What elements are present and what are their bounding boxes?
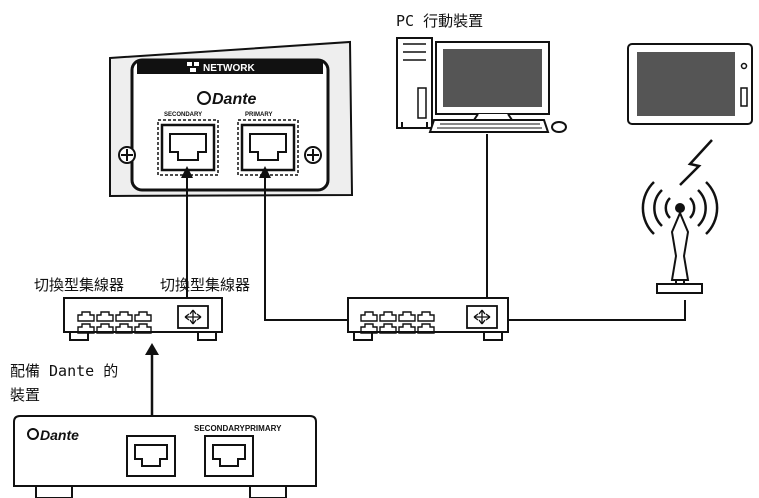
card-secondary-label: SECONDARY — [164, 112, 202, 118]
device-port-labels: SECONDARYPRIMARY — [194, 424, 282, 433]
arrow-up-primary — [259, 166, 271, 178]
monitor-icon — [435, 41, 550, 121]
switch-2 — [347, 297, 509, 341]
dante-device-label-line2: 裝置 — [10, 386, 41, 404]
keyboard-icon — [428, 119, 550, 133]
cable-primary-to-switch2 — [264, 175, 348, 321]
mouse-icon — [551, 121, 567, 133]
network-card: NETWORK Dante SECONDARY PRIMARY — [109, 40, 354, 198]
pc-tower — [396, 37, 433, 129]
card-primary-port — [240, 123, 296, 172]
switch-2-label: 切換型集線器 — [160, 276, 251, 294]
device-dante-brand: Dante — [40, 427, 79, 443]
card-secondary-port — [160, 123, 216, 172]
card-dante-brand: Dante — [212, 91, 257, 108]
network-icon — [187, 62, 199, 72]
cables — [186, 134, 686, 321]
arrow-up-secondary — [181, 166, 193, 178]
wireless-access-point-icon — [641, 181, 719, 294]
cable-arrows — [145, 166, 271, 355]
switch-1 — [63, 297, 223, 341]
rj45-port-icon — [126, 435, 176, 477]
network-title: NETWORK — [203, 63, 255, 74]
card-screw-left — [118, 146, 136, 164]
dante-logo — [197, 91, 211, 105]
pc-mobile-label: PC 行動裝置 — [396, 12, 484, 30]
desktop-pc-icon — [396, 37, 567, 133]
tablet-icon — [627, 43, 753, 125]
dante-logo — [27, 428, 39, 440]
lightning-signal-icon — [679, 139, 713, 186]
switch-icon — [177, 305, 209, 329]
dante-device-label-line1: 配備 Dante 的 — [10, 362, 119, 380]
card-screw-right — [304, 146, 322, 164]
rj45-port-icon — [204, 435, 254, 477]
switch-icon — [466, 305, 498, 329]
dante-device: Dante SECONDARYPRIMARY — [13, 415, 317, 498]
arrow-up-device — [145, 343, 159, 355]
switch-1-label: 切換型集線器 — [34, 276, 125, 294]
cable-switch2-to-ap — [508, 300, 686, 321]
card-primary-label: PRIMARY — [245, 112, 272, 118]
